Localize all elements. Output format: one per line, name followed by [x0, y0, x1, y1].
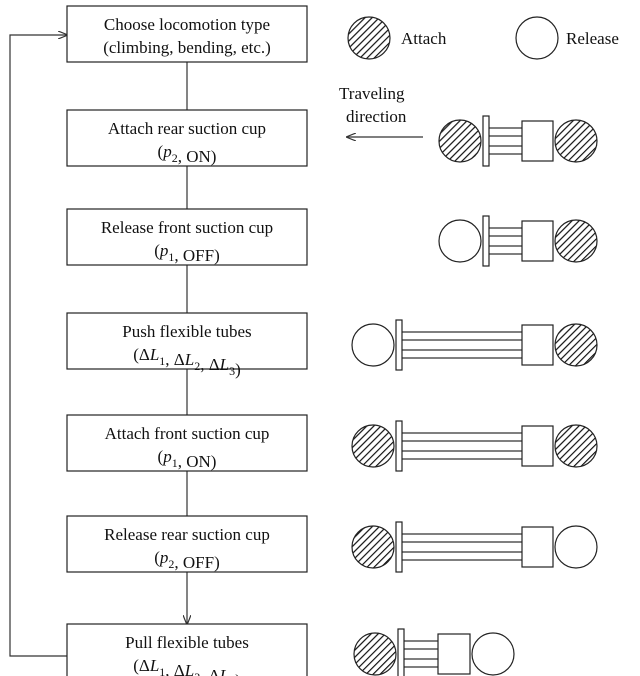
direction-label-line1: Traveling	[339, 84, 405, 103]
rear-block	[521, 425, 554, 467]
step-box-7: Pull flexible tubes(ΔL1, ΔL2, ΔL3)	[66, 623, 308, 676]
robot-states	[351, 115, 598, 676]
step-title: Release rear suction cup	[104, 525, 270, 544]
step-box-2: Attach rear suction cup(p2, ON)	[66, 109, 308, 167]
rear-suction-cup	[554, 424, 598, 468]
rear-suction-cup	[471, 632, 515, 676]
rear-suction-cup	[554, 525, 598, 569]
step-box-3: Release front suction cup(p1, OFF)	[66, 208, 308, 266]
front-plate	[395, 319, 403, 371]
attach-legend-icon	[347, 16, 391, 60]
robot-attach-rear	[438, 115, 598, 167]
step-title: Push flexible tubes	[122, 322, 251, 341]
step-box-frame	[66, 5, 308, 63]
step-box-frame	[66, 623, 308, 676]
release-legend-label: Release	[566, 29, 619, 48]
step-parameters: (climbing, bending, etc.)	[103, 38, 271, 57]
traveling-direction: Traveling direction	[339, 84, 423, 137]
rear-block	[521, 526, 554, 568]
flow-connectors	[9, 35, 187, 657]
rear-block	[521, 220, 554, 262]
rear-suction-cup	[554, 323, 598, 367]
rear-block	[521, 120, 554, 162]
step-box-frame	[66, 414, 308, 472]
rear-block	[521, 324, 554, 366]
legend: Attach Release	[347, 16, 619, 60]
front-suction-cup	[351, 323, 395, 367]
robot-release-front	[438, 215, 598, 267]
front-plate	[395, 420, 403, 472]
robot-push-tubes	[351, 319, 598, 371]
step-title: Choose locomotion type	[104, 15, 270, 34]
step-title: Attach front suction cup	[105, 424, 270, 443]
step-title: Pull flexible tubes	[125, 633, 249, 652]
step-box-frame	[66, 515, 308, 573]
loop-back-arrow	[9, 35, 67, 657]
front-plate	[397, 628, 405, 676]
front-suction-cup	[353, 632, 397, 676]
robot-pull-tubes	[353, 628, 515, 676]
flow-steps: Choose locomotion type (climbing, bending…	[66, 5, 308, 676]
step-box-1: Choose locomotion type (climbing, bending…	[66, 5, 308, 63]
release-legend-icon	[515, 16, 559, 60]
rear-suction-cup	[554, 119, 598, 163]
step-box-5: Attach front suction cup(p1, ON)	[66, 414, 308, 472]
direction-label-line2: direction	[346, 107, 407, 126]
step-title: Release front suction cup	[101, 218, 273, 237]
front-suction-cup	[438, 219, 482, 263]
robot-attach-front	[351, 420, 598, 472]
front-suction-cup	[351, 525, 395, 569]
front-plate	[395, 521, 403, 573]
rear-suction-cup	[554, 219, 598, 263]
front-plate	[482, 215, 490, 267]
front-suction-cup	[438, 119, 482, 163]
step-box-frame	[66, 208, 308, 266]
step-title: Attach rear suction cup	[108, 119, 266, 138]
front-plate	[482, 115, 490, 167]
rear-block	[437, 633, 471, 675]
step-box-4: Push flexible tubes(ΔL1, ΔL2, ΔL3)	[66, 312, 308, 379]
attach-legend-label: Attach	[401, 29, 447, 48]
step-box-frame	[66, 109, 308, 167]
robot-release-rear	[351, 521, 598, 573]
front-suction-cup	[351, 424, 395, 468]
step-box-6: Release rear suction cup(p2, OFF)	[66, 515, 308, 573]
step-box-frame	[66, 312, 308, 370]
